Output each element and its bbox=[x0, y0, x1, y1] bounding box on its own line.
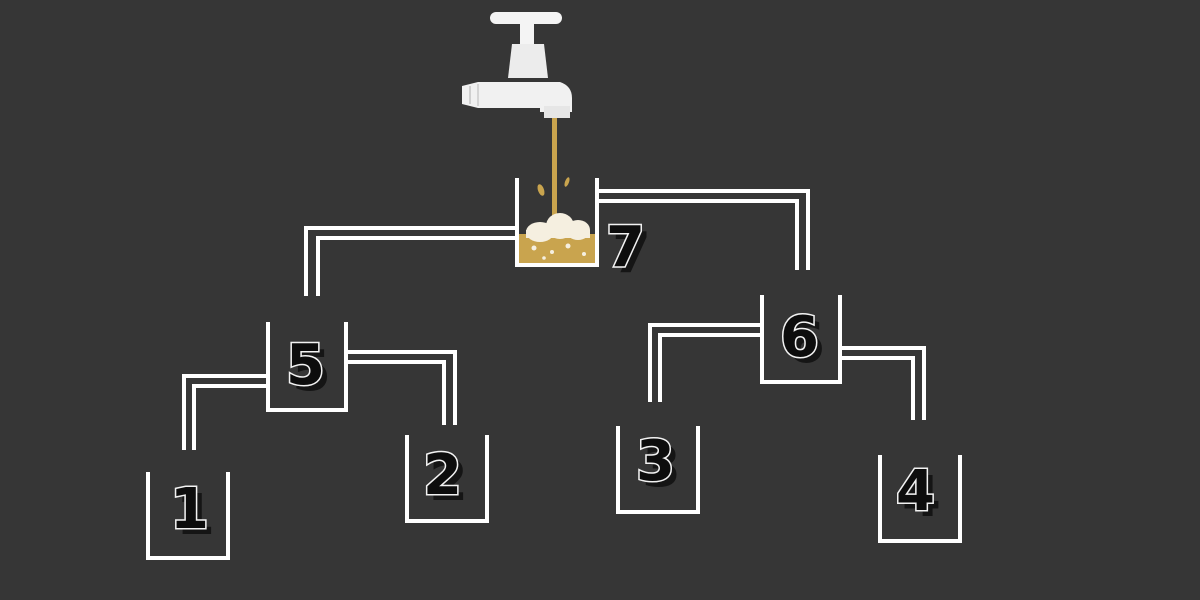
glass-1[interactable]: 1 1 bbox=[146, 472, 230, 560]
glass-label-shadow: 5 bbox=[292, 339, 331, 404]
glass-3-label: 3 bbox=[636, 429, 675, 494]
liquid-stream bbox=[552, 118, 557, 220]
glass-label-shadow: 1 bbox=[176, 483, 215, 548]
glass-6[interactable]: 6 6 bbox=[760, 295, 842, 384]
pipe-6-to-3 bbox=[658, 333, 762, 402]
glass-5-label: 5 bbox=[286, 333, 325, 398]
splash-drop bbox=[564, 177, 570, 187]
bubbles bbox=[531, 243, 586, 260]
pipe-6-to-4 bbox=[842, 346, 926, 420]
pipe-5-to-2 bbox=[346, 350, 457, 425]
glass-7-label: 7 bbox=[606, 215, 645, 280]
glass-label-shadow: 6 bbox=[786, 311, 825, 376]
pipe-6-to-4 bbox=[842, 356, 915, 420]
glass-1-label: 1 bbox=[170, 477, 209, 542]
pipe-7-to-5 bbox=[304, 226, 516, 296]
glass-5[interactable]: 5 5 bbox=[266, 322, 348, 412]
glass-6-label: 6 bbox=[780, 305, 819, 370]
pipe-5-to-1 bbox=[192, 384, 268, 450]
foam bbox=[526, 213, 590, 242]
pipe-6-to-3 bbox=[648, 323, 762, 402]
glass-2[interactable]: 2 2 bbox=[405, 435, 489, 523]
glass-label-shadow: 7 bbox=[612, 221, 651, 286]
glass-3[interactable]: 3 3 bbox=[616, 426, 700, 514]
splash-drop bbox=[537, 184, 545, 196]
glass-2-label: 2 bbox=[423, 443, 462, 508]
pipe-5-to-1 bbox=[182, 374, 268, 450]
glass-4-label: 4 bbox=[896, 459, 935, 524]
faucet-icon bbox=[462, 12, 572, 118]
glass-label-shadow: 2 bbox=[429, 449, 468, 514]
glass-label-shadow: 4 bbox=[902, 465, 941, 530]
pipes bbox=[182, 189, 926, 450]
pipe-7-to-6 bbox=[596, 189, 810, 270]
pipe-7-to-5 bbox=[316, 236, 516, 296]
glass-label-shadow: 3 bbox=[642, 435, 681, 500]
glass-7[interactable]: 7 7 bbox=[515, 178, 651, 286]
pipe-7-to-6 bbox=[596, 199, 799, 270]
pipe-5-to-2 bbox=[346, 360, 446, 425]
glass-4[interactable]: 4 4 bbox=[878, 455, 962, 543]
